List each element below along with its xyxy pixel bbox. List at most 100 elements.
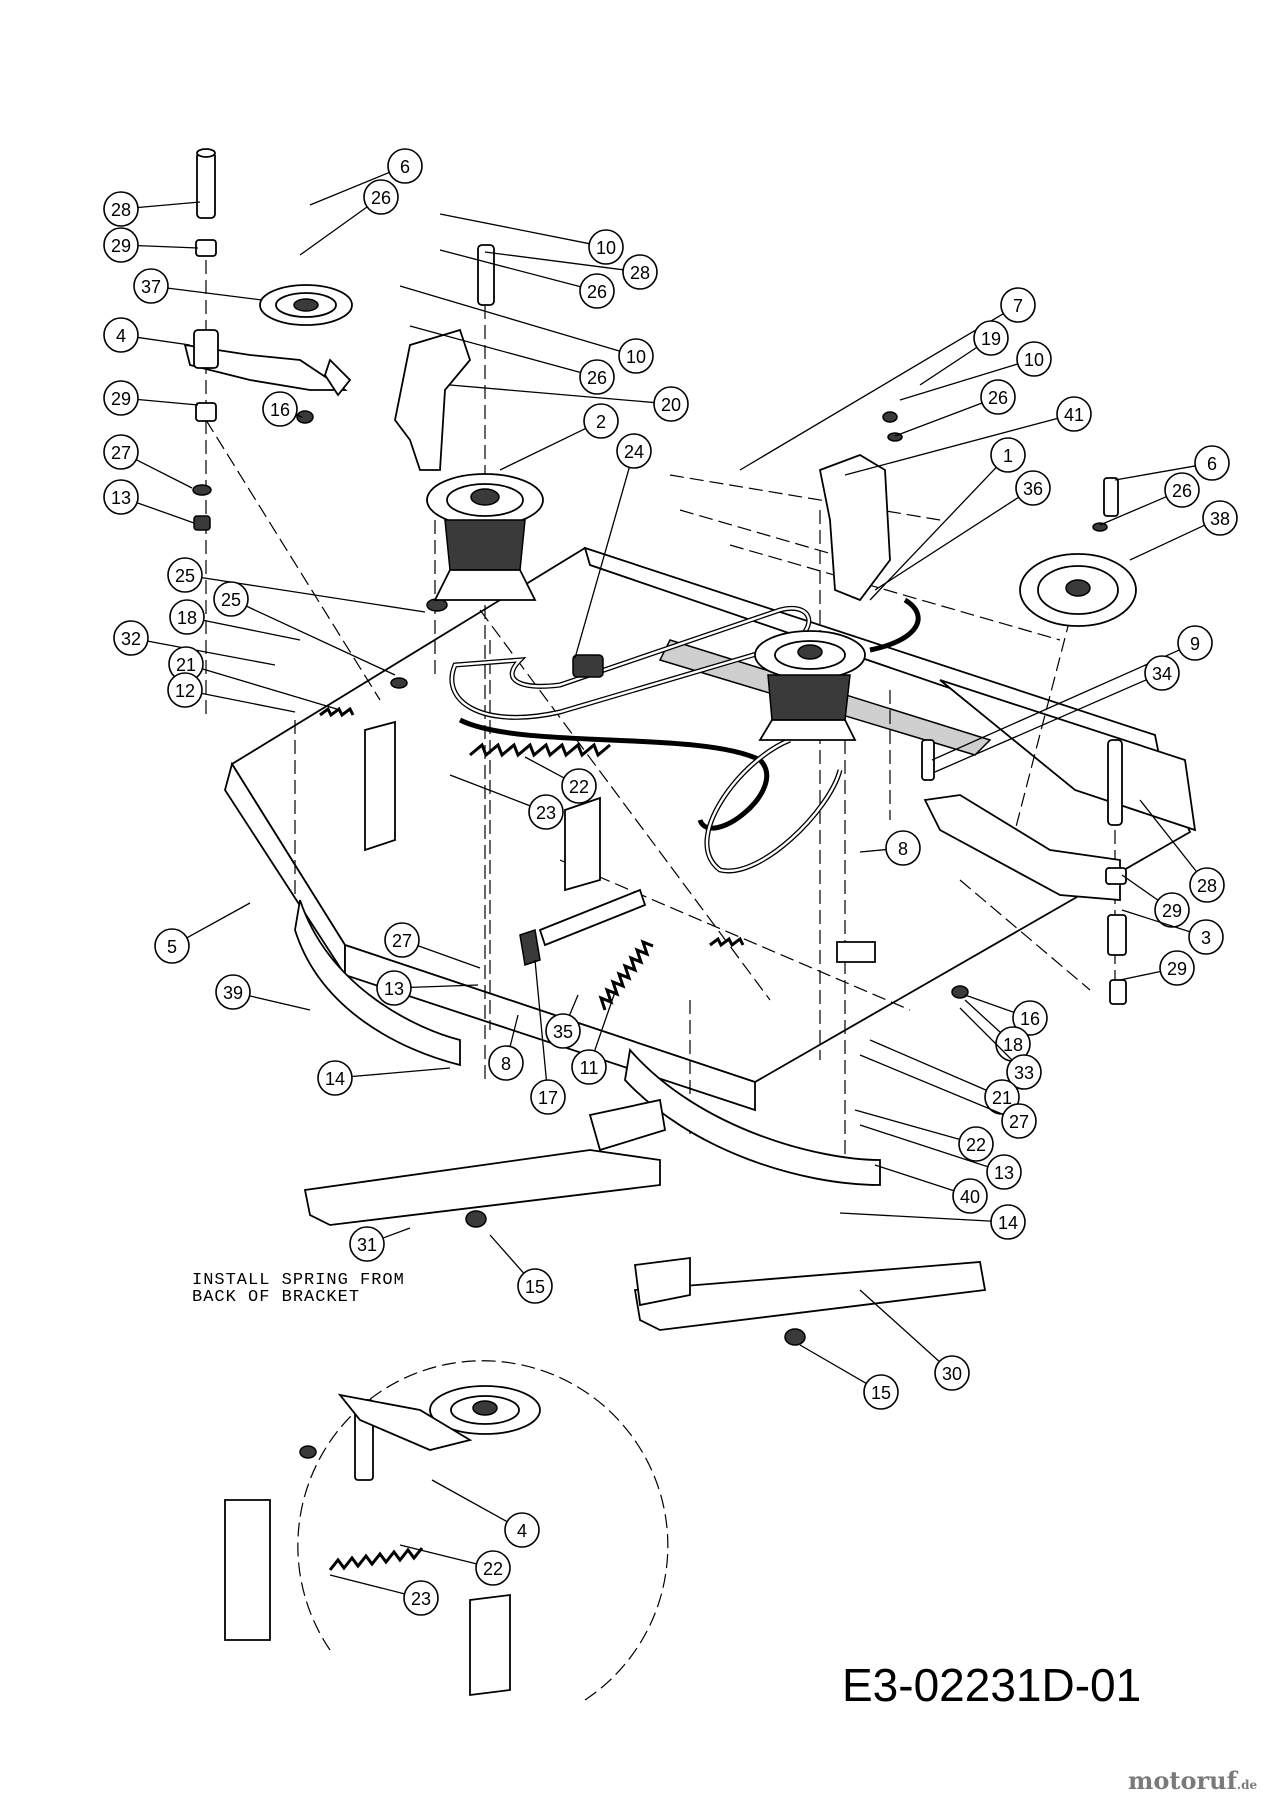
callout-6: 6: [1114, 445, 1230, 481]
leader-line: [449, 384, 655, 404]
callout-26: 26: [299, 179, 399, 256]
leader-line: [919, 346, 978, 386]
callout-circle: [1015, 470, 1051, 506]
leader-line: [859, 1124, 989, 1168]
callout-circle: [154, 928, 190, 964]
callout-26: 26: [894, 379, 1016, 437]
callout-circle: [262, 391, 298, 427]
callout-34: 34: [934, 655, 1180, 773]
callout-16: 16: [262, 391, 303, 427]
leader-line: [329, 1574, 405, 1595]
callout-number: 26: [1172, 481, 1192, 501]
callout-number: 22: [483, 1559, 503, 1579]
idler-arm-assembly: [183, 148, 353, 424]
callout-24: 24: [574, 433, 652, 659]
leader-line: [839, 1212, 992, 1222]
callout-number: 25: [221, 590, 241, 610]
callout-circle: [653, 386, 689, 422]
leader-line: [137, 201, 201, 209]
callout-32: 32: [113, 620, 276, 666]
callout-circle: [885, 830, 921, 866]
callout-number: 3: [1201, 928, 1211, 948]
callout-38: 38: [1129, 500, 1238, 561]
callout-circle: [545, 1013, 581, 1049]
leader-line: [799, 1344, 867, 1385]
callout-number: 21: [992, 1088, 1012, 1108]
callout-circle: [317, 1060, 353, 1096]
leader-line: [246, 605, 396, 676]
callout-circle: [1189, 867, 1225, 903]
callout-number: 29: [1167, 959, 1187, 979]
leader-line: [147, 640, 276, 666]
callout-circle: [588, 229, 624, 265]
callout-circle: [990, 437, 1026, 473]
leader-line: [136, 502, 195, 524]
callout-number: 37: [141, 277, 161, 297]
callout-12: 12: [167, 672, 296, 713]
callout-19: 19: [919, 320, 1009, 386]
leader-line: [295, 414, 303, 418]
leader-line: [203, 619, 301, 641]
callout-number: 14: [998, 1213, 1018, 1233]
callout-circle: [618, 338, 654, 374]
callout-31: 31: [349, 1226, 411, 1262]
callout-29: 29: [103, 380, 199, 416]
callout-number: 28: [1197, 876, 1217, 896]
callout-13: 13: [376, 970, 479, 1006]
callout-4: 4: [103, 317, 191, 353]
leader-line: [410, 984, 479, 989]
watermark-name: motoruf: [1128, 1766, 1237, 1795]
callout-circle: [1202, 500, 1238, 536]
callout-circle: [349, 1226, 385, 1262]
callout-layer: 2829374292713626102826102620162247191026…: [103, 148, 1238, 1616]
callout-number: 13: [994, 1163, 1014, 1183]
callout-number: 29: [1162, 901, 1182, 921]
callout-circle: [1144, 655, 1180, 691]
callout-number: 38: [1210, 509, 1230, 529]
callout-circle: [622, 254, 658, 290]
callout-27: 27: [859, 1054, 1037, 1139]
leader-line: [409, 325, 581, 374]
callout-number: 23: [536, 803, 556, 823]
leader-line: [382, 1227, 411, 1239]
leader-line: [167, 287, 263, 301]
drawing-number: E3-02231D-01: [842, 1659, 1142, 1711]
leader-line: [499, 427, 586, 471]
callout-number: 14: [325, 1069, 345, 1089]
callout-number: 24: [624, 442, 644, 462]
callout-5: 5: [154, 902, 251, 964]
callout-number: 18: [177, 608, 197, 628]
leader-line: [593, 991, 616, 1052]
callout-33: 33: [959, 1007, 1042, 1090]
leader-line: [137, 336, 191, 346]
callout-circle: [528, 794, 564, 830]
callout-circle: [475, 1550, 511, 1586]
callout-14: 14: [839, 1204, 1026, 1240]
leader-line: [1139, 799, 1197, 873]
leader-line: [399, 285, 620, 352]
callout-number: 15: [871, 1383, 891, 1403]
callout-number: 1: [1003, 446, 1013, 466]
callout-circle: [167, 672, 203, 708]
callout-circle: [1006, 1054, 1042, 1090]
callout-number: 41: [1064, 405, 1084, 425]
callout-number: 13: [111, 488, 131, 508]
callout-circle: [1016, 341, 1052, 377]
callout-29: 29: [103, 227, 199, 263]
callout-number: 29: [111, 389, 131, 409]
watermark-logo: motoruf.de: [1128, 1766, 1257, 1795]
callout-number: 6: [400, 157, 410, 177]
callout-circle: [167, 557, 203, 593]
callout-number: 4: [517, 1521, 527, 1541]
callout-circle: [934, 1355, 970, 1391]
leader-line: [1099, 496, 1167, 526]
callout-circle: [583, 403, 619, 439]
callout-number: 16: [270, 400, 290, 420]
callout-number: 29: [111, 236, 131, 256]
leader-line: [524, 756, 565, 779]
callout-number: 28: [111, 200, 131, 220]
callout-28: 28: [484, 251, 658, 290]
baffles: [294, 899, 881, 1186]
callout-number: 6: [1207, 454, 1217, 474]
leader-line: [739, 313, 1004, 471]
